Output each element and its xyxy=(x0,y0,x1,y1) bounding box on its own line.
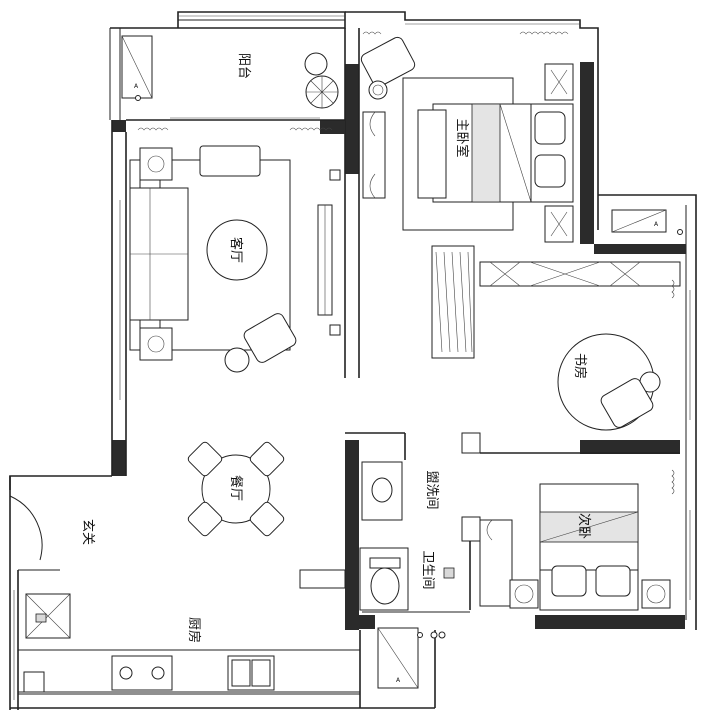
plant-icon xyxy=(304,52,328,76)
dining-furniture xyxy=(187,441,285,537)
label-ac-balcony: A xyxy=(134,83,139,90)
floor-drain xyxy=(443,567,455,579)
second-bedroom-furniture xyxy=(479,469,675,611)
dining-chair xyxy=(249,501,285,537)
label-ac-right: A xyxy=(654,221,659,228)
pillow xyxy=(551,565,587,597)
side-table xyxy=(139,147,173,181)
label-study: 书房 xyxy=(572,353,588,379)
label-living-room: 客厅 xyxy=(228,237,244,263)
label-second-bedroom: 次卧 xyxy=(576,513,592,539)
label-bathroom: 卫生间 xyxy=(420,550,435,589)
pillow xyxy=(534,154,566,188)
wardrobe xyxy=(431,245,475,359)
pillow xyxy=(534,111,566,145)
stool xyxy=(224,347,250,373)
bookshelf xyxy=(479,261,681,287)
study-furniture xyxy=(479,261,681,431)
coffee-table xyxy=(206,219,268,281)
ac-area-right xyxy=(611,209,683,235)
balcony xyxy=(121,35,339,131)
dining-chair xyxy=(187,501,223,537)
side-table xyxy=(368,80,388,100)
windows xyxy=(13,15,691,700)
armchair xyxy=(360,36,416,88)
nightstand xyxy=(641,579,671,609)
dining-table xyxy=(201,454,271,524)
washer xyxy=(23,671,45,693)
label-washroom: 盥洗间 xyxy=(424,470,439,509)
tv-console xyxy=(362,111,386,199)
nightstand xyxy=(544,63,574,101)
label-master-bedroom: 主卧室 xyxy=(454,118,470,157)
side-table xyxy=(139,327,173,361)
armchair xyxy=(600,378,654,428)
label-balcony: 阳台 xyxy=(236,53,251,79)
walls xyxy=(9,11,697,710)
room-labels: 阳台 主卧室 客厅 书房 餐厅 盥洗间 卫生间 次卧 玄关 厨房 A A A xyxy=(80,53,659,684)
ottoman xyxy=(199,145,261,177)
dining-chair xyxy=(249,441,285,477)
toilet xyxy=(370,567,400,605)
label-ac-bottom: A xyxy=(396,677,401,684)
dresser xyxy=(479,519,513,607)
label-kitchen: 厨房 xyxy=(186,617,202,643)
label-dining-room: 餐厅 xyxy=(228,475,244,501)
master-bedroom-furniture xyxy=(360,31,574,359)
bath-fixtures xyxy=(359,461,470,689)
dining-chair xyxy=(187,441,223,477)
armchair xyxy=(243,313,297,363)
living-room-furniture xyxy=(129,145,341,373)
pillow xyxy=(595,565,631,597)
bench xyxy=(417,109,447,199)
kitchen-fixtures xyxy=(9,495,361,693)
entrance-door xyxy=(9,495,43,561)
label-entrance: 玄关 xyxy=(80,519,95,545)
nightstand xyxy=(509,579,539,609)
